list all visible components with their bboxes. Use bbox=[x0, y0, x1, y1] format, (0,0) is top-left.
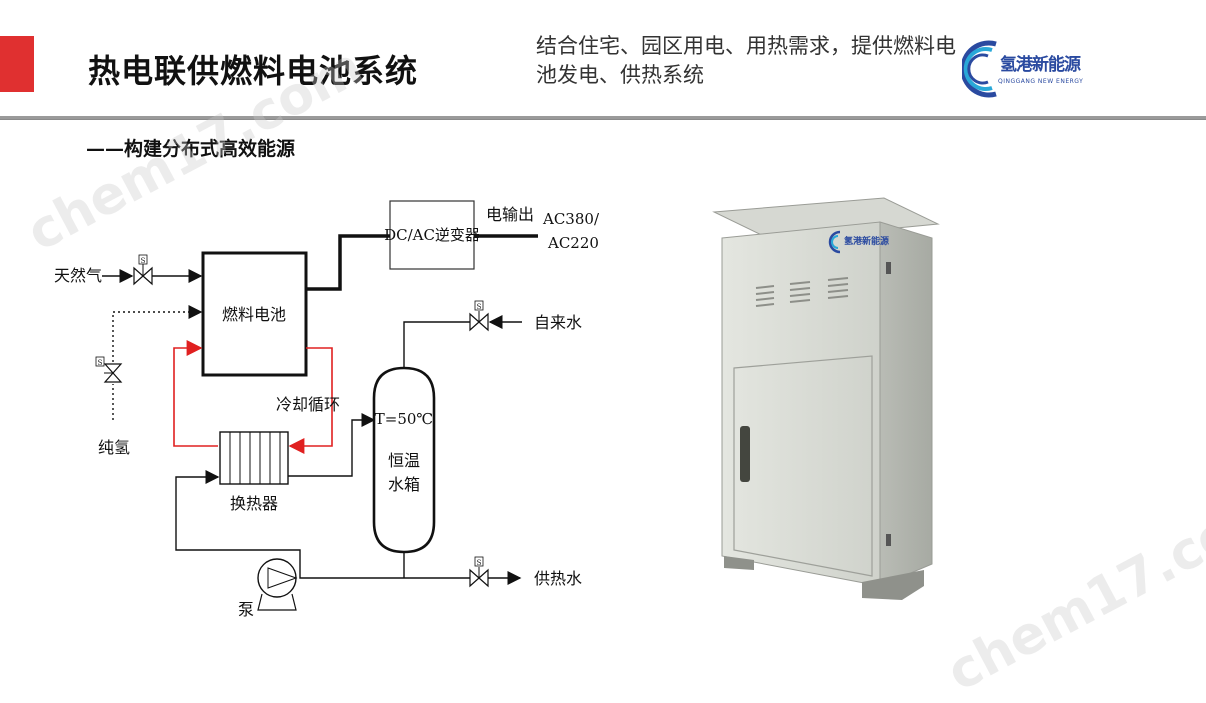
tap-valve-mark: S bbox=[477, 303, 482, 311]
company-logo: 氢港新能源 QINGGANG NEW ENERGY bbox=[960, 36, 1098, 98]
tank-label-1: 恒温 bbox=[388, 451, 420, 470]
header-bar bbox=[0, 0, 1206, 120]
tap-water-label: 自来水 bbox=[534, 313, 582, 332]
gas-valve-icon: S bbox=[133, 254, 153, 286]
heating-water-label: 供热水 bbox=[534, 569, 582, 588]
heat-exchanger-label: 换热器 bbox=[230, 494, 278, 513]
cabinet-logo-text: 氢港新能源 bbox=[844, 237, 890, 247]
inverter-box bbox=[389, 200, 475, 270]
chp-flow-diagram: 燃料电池 DC/AC逆变器 电输出 AC380/ AC220 天然气 S S 纯… bbox=[54, 200, 600, 619]
tap-water-valve-icon: S bbox=[469, 300, 489, 332]
cooling-loop-in bbox=[173, 340, 218, 447]
water-tank bbox=[372, 366, 436, 554]
accent-block bbox=[0, 36, 34, 92]
tap-water-line bbox=[403, 321, 470, 368]
natural-gas-label: 天然气 bbox=[54, 266, 102, 285]
pump-icon bbox=[257, 558, 298, 611]
header-description: 结合住宅、园区用电、用热需求，提供燃料电池发电、供热系统 bbox=[536, 34, 956, 87]
header-divider bbox=[0, 116, 1206, 119]
hydrogen-to-fuel-cell-arrow bbox=[112, 305, 203, 362]
power-output-label: 电输出 bbox=[486, 205, 534, 224]
pump-label: 泵 bbox=[238, 600, 254, 619]
gas-valve-mark: S bbox=[141, 257, 146, 265]
fuel-cell-cabinet-image: 氢港新能源 bbox=[712, 194, 942, 604]
logo-subtitle: QINGGANG NEW ENERGY bbox=[998, 78, 1084, 85]
page-title: 热电联供燃料电池系统 bbox=[88, 52, 419, 90]
power-line-to-inverter bbox=[306, 234, 390, 291]
hydrogen-valve-mark: S bbox=[98, 359, 103, 367]
heat-exchanger bbox=[219, 431, 289, 485]
fuel-cell-box bbox=[201, 251, 308, 377]
section-subtitle: ——构建分布式高效能源 bbox=[86, 138, 296, 160]
fuel-cell-label: 燃料电池 bbox=[222, 305, 286, 324]
tank-label-2: 水箱 bbox=[388, 475, 420, 494]
cooling-loop-label: 冷却循环 bbox=[276, 395, 340, 414]
heating-valve-icon: S bbox=[469, 556, 489, 588]
exchanger-to-tank-arrow bbox=[288, 413, 376, 477]
ac-output-label-2: AC220 bbox=[547, 234, 599, 252]
cooling-loop-out bbox=[288, 347, 333, 454]
pure-hydrogen-label: 纯氢 bbox=[98, 438, 130, 457]
logo-name: 氢港新能源 bbox=[1000, 55, 1081, 75]
ac-output-label-1: AC380/ bbox=[542, 210, 600, 228]
hydrogen-valve-icon: S bbox=[95, 356, 123, 383]
pump-return-line bbox=[175, 470, 404, 579]
heating-valve-mark: S bbox=[477, 559, 482, 567]
tank-temp-label: T=50℃ bbox=[375, 410, 433, 428]
logo-ring-icon bbox=[960, 40, 997, 98]
inverter-label: DC/AC逆变器 bbox=[384, 226, 480, 244]
